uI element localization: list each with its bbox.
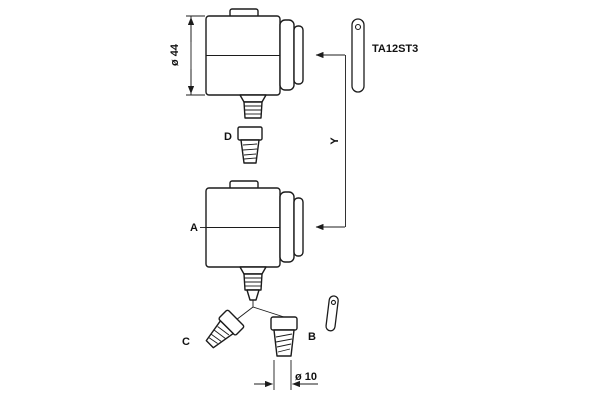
part-b-nipple <box>270 316 298 357</box>
dim-diameter-44-label: ø 44 <box>169 43 181 66</box>
part-d-nipple <box>237 126 263 164</box>
valve-body-top <box>205 8 304 119</box>
collar-inner <box>293 197 304 257</box>
clip-tag-small <box>325 295 339 332</box>
tailpiece <box>246 289 260 301</box>
part-a-label: A <box>190 222 198 234</box>
nipple-collar <box>270 316 298 331</box>
dimension-y: Y <box>315 51 346 231</box>
collar-outer <box>279 191 295 263</box>
nipple-thread <box>240 139 260 164</box>
outlet-neck <box>239 266 267 275</box>
collar-outer <box>279 19 295 91</box>
clip-tag-large <box>351 18 365 93</box>
collar-inner <box>293 25 304 85</box>
valve-body-bottom <box>205 180 304 301</box>
part-c-elbow <box>205 309 245 349</box>
branch-lines <box>235 300 285 321</box>
dimension-diameter-44: ø 44 <box>169 15 205 96</box>
tag-hole <box>354 23 362 31</box>
part-b-label: B <box>308 331 316 343</box>
dim-y-label: Y <box>329 137 341 145</box>
nipple-hex <box>237 126 263 141</box>
tag-hole <box>330 299 337 306</box>
branch-to-c <box>235 306 254 321</box>
model-code-label: TA12ST3 <box>372 43 418 55</box>
dim-diameter-10-label: ø 10 <box>295 371 317 383</box>
part-d-label: D <box>224 131 232 143</box>
outlet-neck <box>239 94 267 103</box>
dimension-diameter-10: ø 10 <box>254 360 318 390</box>
part-c-label: C <box>182 336 190 348</box>
branch-to-b <box>252 306 285 318</box>
